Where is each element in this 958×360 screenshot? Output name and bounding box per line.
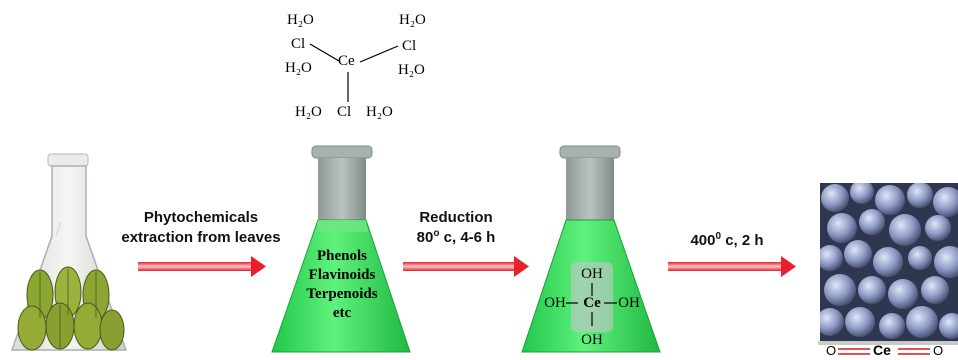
step2-label: Reduction 80o c, 4-6 h <box>396 208 516 248</box>
flask-cerium-hydroxide <box>521 145 661 353</box>
step2-line2: 80o c, 4-6 h <box>416 228 496 247</box>
step3-label: 4000 c, 2 h <box>690 231 764 250</box>
hydroxide-ce-center: Ce <box>583 295 601 311</box>
flask3-neck <box>566 158 614 220</box>
ligand-h2o-mid-right: H₂O <box>398 62 425 78</box>
hydroxide-oh-right: OH <box>618 295 640 311</box>
sem-nanoparticle-image <box>820 183 958 343</box>
hydroxide-oh-top: OH <box>581 266 603 282</box>
flask1-rim <box>47 153 89 167</box>
arrow-2 <box>403 256 529 277</box>
arrow-1 <box>138 256 266 277</box>
ligand-h2o-top-left: H₂O <box>287 12 314 28</box>
sem-image-shadow <box>818 341 958 345</box>
hydroxide-oh-bottom: OH <box>581 332 603 348</box>
ceo2-bonds <box>838 348 930 355</box>
ligand-cl-left: Cl <box>291 36 306 52</box>
ligand-h2o-bottom-left: H₂O <box>295 104 322 120</box>
ceo2-ce: Ce <box>873 342 891 358</box>
precursor-bonds <box>309 43 399 102</box>
ligand-h2o-bottom-right: H₂O <box>366 104 393 120</box>
step1-label: Phytochemicals extraction from leaves <box>112 208 290 248</box>
leaves-icon <box>17 266 125 351</box>
ligand-cl-bottom: Cl <box>337 104 352 120</box>
phytochemical-phenols: Phenols <box>316 248 367 264</box>
flask2-rim <box>311 145 373 159</box>
phytochemical-flavinoids: Flavinoids <box>308 267 376 283</box>
phytochemical-terpenoids: Terpenoids <box>306 286 378 302</box>
precursor-center-ce: Ce <box>338 53 355 69</box>
flask-phytochemicals <box>271 145 411 353</box>
flask2-neck <box>318 158 366 220</box>
arrow-3 <box>668 256 796 277</box>
ligand-h2o-mid-left: H₂O <box>285 60 312 76</box>
flask3-complex-box <box>571 262 613 332</box>
ligand-h2o-top-right: H₂O <box>399 12 426 28</box>
ceo2-o-right: O <box>933 343 944 358</box>
flask-leaves: ~~~~ <box>10 153 128 351</box>
step1-line2: extraction from leaves <box>121 229 281 246</box>
ligand-cl-right: Cl <box>402 38 417 54</box>
ceo2-o-left: O <box>826 343 837 358</box>
step2-line1: Reduction <box>419 209 493 226</box>
flask3-rim <box>559 145 621 159</box>
hydroxide-oh-left: OH <box>544 295 566 311</box>
step1-line1: Phytochemicals <box>143 209 259 226</box>
svg-text:~~~~: ~~~~ <box>54 221 65 237</box>
phytochemical-etc: etc <box>332 305 352 321</box>
flask2-phytochemical-list: Phenols Flavinoids Terpenoids etc <box>292 247 392 323</box>
